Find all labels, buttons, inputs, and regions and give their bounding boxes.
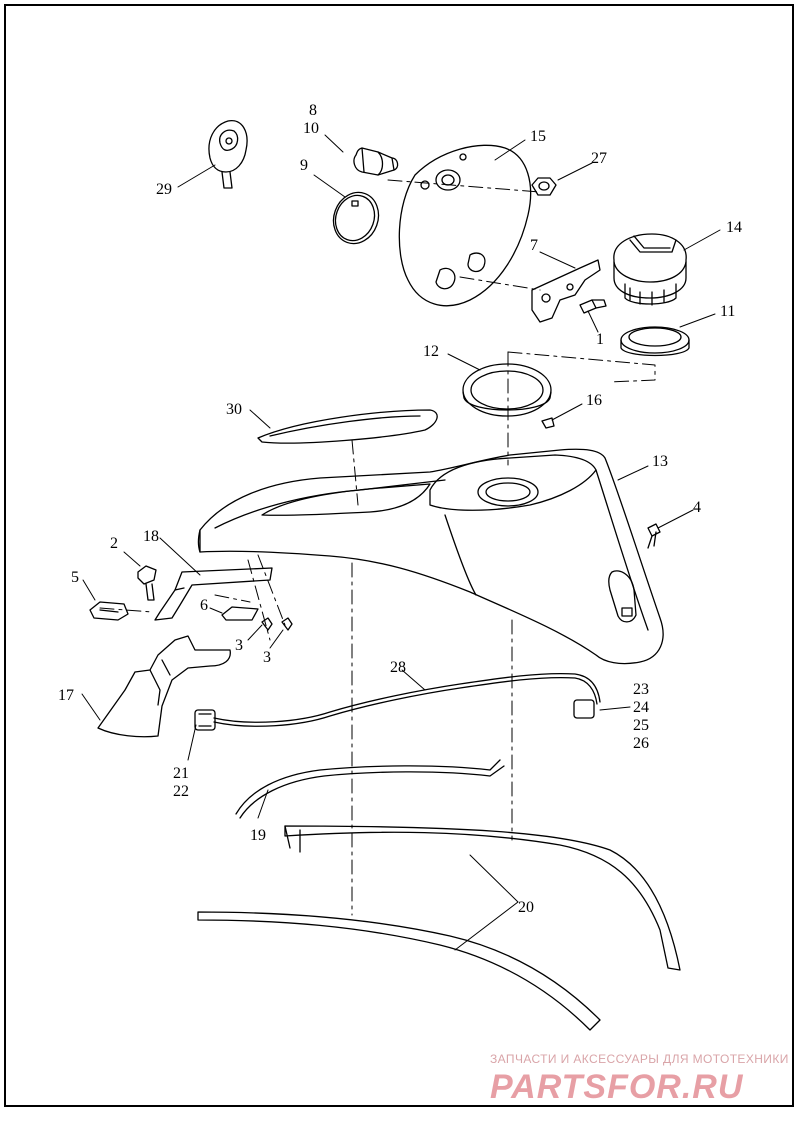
screw-part-1 [579,299,607,314]
callout-27: 27 [591,150,607,167]
bolt-part-2 [137,565,157,601]
callout-22: 22 [173,783,189,800]
leader-lines [81,134,721,951]
callout-19: 19 [250,827,266,844]
bracket-part-17 [97,635,231,738]
plate-part-6 [221,606,259,621]
callout-26: 26 [633,735,649,752]
callout-9: 9 [300,157,308,174]
ring-part-12 [462,363,552,417]
diagram-frame [4,4,794,1107]
clip-part-16 [541,417,555,429]
gasket-ring-part-11 [620,326,690,357]
bracket-part-7 [531,259,601,323]
callout-11: 11 [720,303,735,320]
callout-8: 8 [309,102,317,119]
callout-13: 13 [652,453,668,470]
console-body-part-13 [197,448,664,665]
callout-14: 14 [726,219,742,236]
screw-parts-3 [261,617,293,631]
trim-strip-part-20 [197,825,681,1031]
callout-16: 16 [586,392,602,409]
callout-5: 5 [71,569,79,586]
bolt-part-4 [647,523,661,549]
callout-20: 20 [518,899,534,916]
disc-part-9 [332,191,380,245]
fuel-cap-part-14 [613,233,687,306]
callout-30: 30 [226,401,242,418]
callout-labels: 1 2 3 3 4 5 6 7 8 9 10 11 12 13 14 15 16… [58,102,742,916]
callout-2: 2 [110,535,118,552]
callout-17: 17 [58,687,74,704]
callout-25: 25 [633,717,649,734]
callout-28: 28 [390,659,406,676]
pad-part-30 [257,409,438,444]
callout-15: 15 [530,128,546,145]
callout-7: 7 [530,237,538,254]
mount-bracket-part-18 [154,567,273,621]
callout-6: 6 [200,597,208,614]
assembly-center-lines [99,179,656,916]
callout-23: 23 [633,681,649,698]
cover-plate-part-15 [398,144,532,307]
callout-3b: 3 [263,649,271,666]
watermark-caption: ЗАПЧАСТИ И АКСЕССУАРЫ ДЛЯ МОТОТЕХНИКИ [490,1052,789,1066]
callout-4: 4 [693,499,701,516]
hose-part-19 [235,759,505,819]
callout-24: 24 [633,699,649,716]
wire-harness-part-28 [194,672,601,731]
watermark-logo: PARTSFOR.RU [490,1068,744,1106]
nut-part-27 [531,177,557,196]
lock-cylinder-part-8-10 [353,147,399,176]
callout-12: 12 [423,343,439,360]
callout-3a: 3 [235,637,243,654]
callout-10: 10 [303,120,319,137]
nut-plate-part-5 [89,601,129,621]
callout-21: 21 [173,765,189,782]
key-part-29 [208,119,248,189]
callout-18: 18 [143,528,159,545]
svg-text:PARTSFOR.RU: PARTSFOR.RU [490,1068,744,1106]
callout-1: 1 [596,331,604,348]
callout-29: 29 [156,181,172,198]
